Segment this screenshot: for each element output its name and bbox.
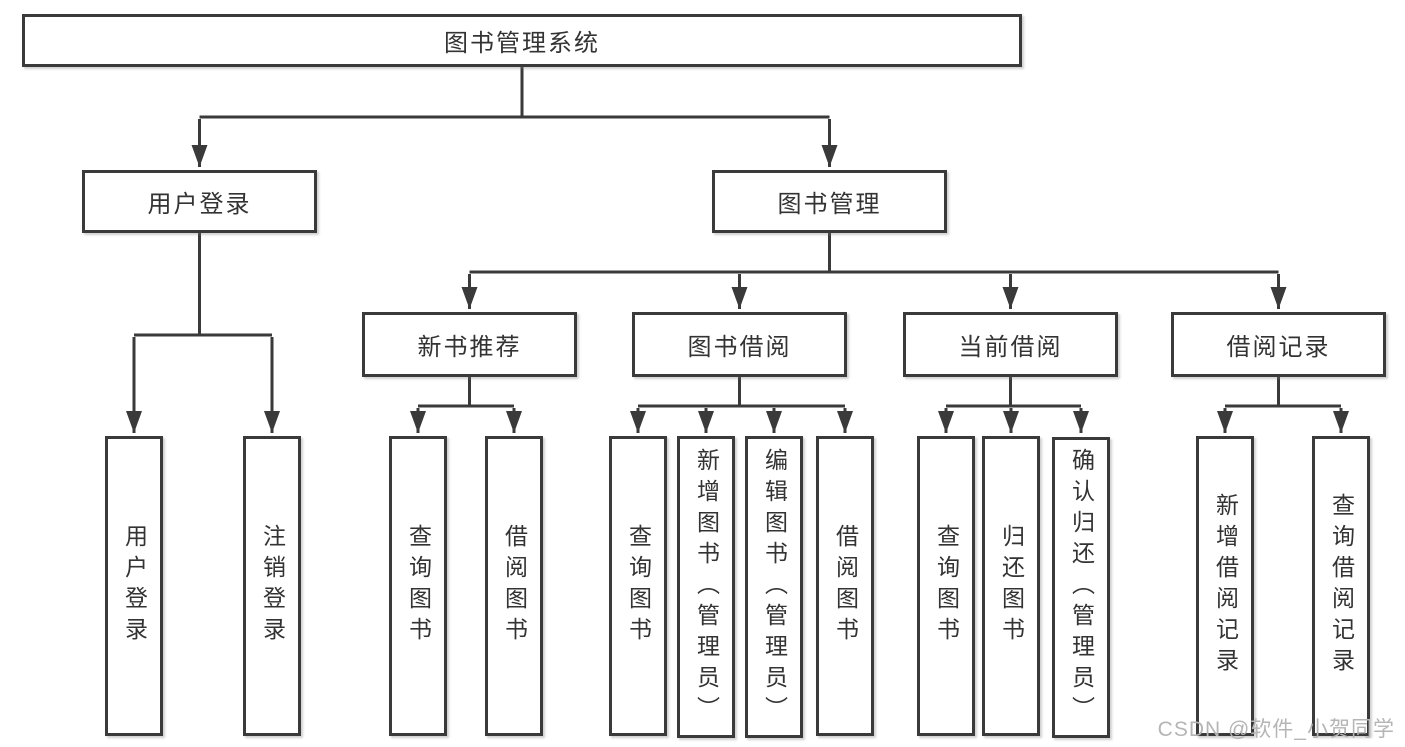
leaf-logout: 注销登录 [243, 436, 301, 736]
node-root: 图书管理系统 [22, 14, 1022, 67]
leaf-borrow-edit-books-admin: 编辑图书（管理员） [745, 436, 803, 738]
node-book-borrow: 图书借阅 [632, 312, 847, 377]
leaf-borrow-add-books-admin: 新增图书（管理员） [677, 436, 735, 738]
leaf-record-query-record: 查询借阅记录 [1312, 436, 1370, 736]
leaf-borrow-query-books: 查询图书 [609, 436, 667, 736]
leaf-current-query-books: 查询图书 [917, 436, 975, 736]
leaf-current-confirm-return-admin: 确认归还（管理员） [1052, 437, 1110, 738]
node-current-borrow: 当前借阅 [903, 312, 1118, 377]
node-book-management: 图书管理 [712, 170, 947, 233]
leaf-newbook-borrow-books: 借阅图书 [485, 436, 543, 736]
tree-arrow-lines [126, 119, 1349, 433]
node-new-book-recommend: 新书推荐 [362, 312, 577, 377]
leaf-newbook-query-books: 查询图书 [389, 436, 447, 736]
leaf-record-add-record: 新增借阅记录 [1196, 436, 1254, 736]
leaf-user-login: 用户登录 [105, 436, 163, 736]
leaf-borrow-borrow-books: 借阅图书 [816, 436, 874, 736]
node-user-login: 用户登录 [82, 170, 317, 233]
leaf-current-return-books: 归还图书 [982, 436, 1040, 736]
tree-branch-lines [134, 67, 1341, 408]
node-borrow-record: 借阅记录 [1171, 312, 1386, 377]
csdn-watermark: CSDN @软件_小贺同学 [1157, 718, 1395, 741]
